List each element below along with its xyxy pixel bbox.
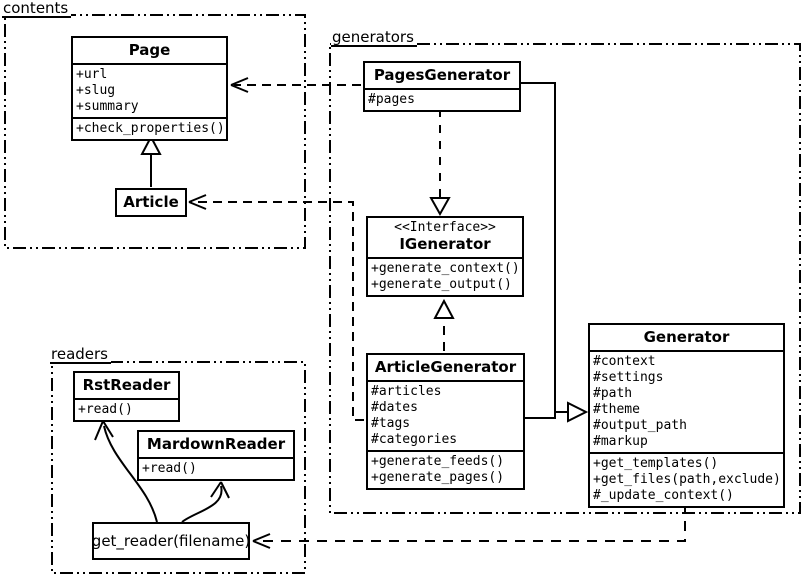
class-articlegenerator-methods: +generate_feeds() +generate_pages() bbox=[368, 450, 523, 488]
class-mardownreader-methods: +read() bbox=[139, 457, 293, 479]
class-articlegenerator: ArticleGenerator #articles #dates #tags … bbox=[366, 353, 525, 490]
class-generator-title: Generator bbox=[643, 328, 730, 346]
attribute-pages: #pages bbox=[368, 92, 415, 107]
dependency-articlegenerator-to-article bbox=[191, 201, 364, 421]
realization-arrowhead-igenerator-top bbox=[429, 197, 451, 217]
method-get-files: +get_files(path,exclude) bbox=[593, 472, 781, 487]
method-generate-output: +generate_output() bbox=[371, 277, 512, 292]
function-get-reader-label: get_reader(filename) bbox=[91, 532, 251, 550]
generalization-arrowhead-generator bbox=[567, 401, 589, 423]
generalization-arrowhead-page bbox=[140, 134, 162, 155]
attribute-url: +url bbox=[76, 67, 108, 82]
method-generate-feeds: +generate_feeds() bbox=[371, 454, 505, 469]
class-mardownreader-title: MardownReader bbox=[146, 435, 286, 453]
attribute-articles: #articles bbox=[371, 384, 442, 399]
method-generate-context: +generate_context() bbox=[371, 261, 520, 276]
class-rstreader-methods: +read() bbox=[75, 398, 178, 420]
class-pagesgenerator-title: PagesGenerator bbox=[373, 66, 511, 84]
class-igenerator-methods: +generate_context() +generate_output() bbox=[368, 257, 522, 295]
attribute-context: #context bbox=[593, 354, 656, 369]
realization-arrowhead-igenerator-bottom bbox=[433, 298, 455, 319]
class-rstreader: RstReader +read() bbox=[73, 371, 180, 422]
method-update-context: #_update_context() bbox=[593, 488, 734, 503]
dependency-generator-to-getreader bbox=[255, 503, 686, 542]
attribute-path: #path bbox=[593, 386, 633, 401]
method-read-mardown: +read() bbox=[142, 461, 197, 476]
attribute-summary: +summary bbox=[76, 99, 139, 114]
dependency-arrowhead-page bbox=[230, 77, 249, 93]
dependency-arrowhead-getreader bbox=[252, 533, 271, 549]
class-article: Article bbox=[115, 188, 187, 217]
class-article-title: Article bbox=[123, 193, 179, 211]
generalization-articlegenerator-to-generator bbox=[524, 412, 556, 419]
package-border-readers bbox=[51, 361, 306, 574]
attribute-markup: #markup bbox=[593, 434, 648, 449]
generalization-pagesgenerator-to-generator bbox=[519, 82, 567, 413]
class-pagesgenerator-attributes: #pages bbox=[365, 88, 519, 110]
attribute-slug: +slug bbox=[76, 83, 116, 98]
association-arrowhead-mardownreader bbox=[210, 481, 230, 499]
class-page-methods: +check_properties() bbox=[73, 117, 226, 139]
class-page: Page +url +slug +summary +check_properti… bbox=[71, 36, 228, 141]
class-generator-attributes: #context #settings #path #theme #output_… bbox=[590, 350, 783, 452]
association-getreader-to-rstreader bbox=[103, 425, 158, 523]
attribute-dates: #dates bbox=[371, 400, 418, 415]
class-igenerator-stereotype: <<Interface>> bbox=[394, 220, 496, 235]
method-generate-pages: +generate_pages() bbox=[371, 470, 505, 485]
class-igenerator-title: IGenerator bbox=[399, 235, 491, 253]
package-label-readers: readers bbox=[50, 347, 111, 364]
class-igenerator: <<Interface>> IGenerator +generate_conte… bbox=[366, 216, 524, 297]
class-mardownreader: MardownReader +read() bbox=[137, 430, 295, 481]
class-articlegenerator-attributes: #articles #dates #tags #categories bbox=[368, 380, 523, 450]
attribute-output-path: #output_path bbox=[593, 418, 687, 433]
class-page-attributes: +url +slug +summary bbox=[73, 63, 226, 117]
method-check-properties: +check_properties() bbox=[76, 121, 225, 136]
dependency-arrowhead-article bbox=[188, 194, 207, 210]
class-articlegenerator-title: ArticleGenerator bbox=[374, 358, 517, 376]
association-arrowhead-rstreader bbox=[94, 420, 114, 441]
attribute-settings: #settings bbox=[593, 370, 664, 385]
function-get-reader: get_reader(filename) bbox=[92, 522, 250, 560]
attribute-categories: #categories bbox=[371, 432, 458, 447]
class-generator-methods: +get_templates() +get_files(path,exclude… bbox=[590, 452, 783, 506]
package-border-generators bbox=[329, 43, 801, 514]
package-label-contents: contents bbox=[2, 1, 72, 18]
class-generator: Generator #context #settings #path #them… bbox=[588, 323, 785, 508]
package-border-contents bbox=[4, 14, 306, 249]
class-page-title: Page bbox=[128, 41, 171, 59]
association-getreader-to-mardownreader bbox=[181, 485, 223, 523]
class-rstreader-title: RstReader bbox=[82, 376, 171, 394]
attribute-theme: #theme bbox=[593, 402, 640, 417]
class-pagesgenerator: PagesGenerator #pages bbox=[363, 61, 521, 112]
method-read-rst: +read() bbox=[78, 402, 133, 417]
method-get-templates: +get_templates() bbox=[593, 456, 719, 471]
package-label-generators: generators bbox=[331, 30, 417, 47]
attribute-tags: #tags bbox=[371, 416, 411, 431]
